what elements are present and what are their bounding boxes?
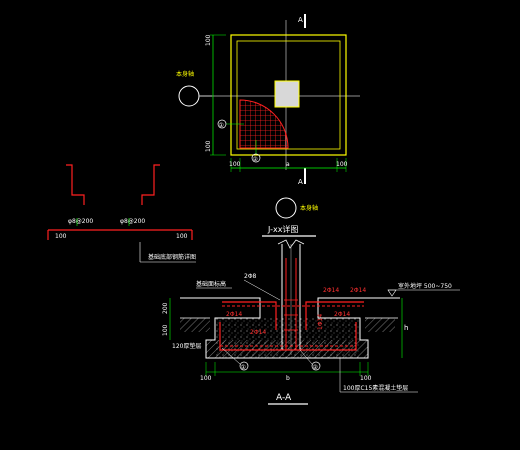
plan-title: J-xx详图 [267, 224, 298, 234]
callout-circle-1 [217, 119, 227, 129]
bar-label-left: φ8@200 [68, 218, 93, 225]
callout-circle-2 [251, 153, 261, 163]
plan-left-note: 本身轴 [176, 70, 194, 78]
right-soil-hatch [365, 318, 395, 332]
rebar-grid-quadrant [239, 99, 289, 149]
plan-dim-bottom-2: a [286, 161, 290, 168]
plan-callout-2: ② [253, 156, 259, 163]
section-callout-circle-2 [311, 361, 321, 371]
section-left-elev: 200 [162, 302, 169, 314]
footing-outline [230, 34, 347, 156]
left-soil-hatch [180, 318, 210, 332]
plan-dim-bottom-1: 100 [229, 161, 241, 168]
axis-bubble-left [178, 85, 200, 107]
section-callout-2: ② [313, 364, 319, 371]
section-dim-bottom-right: 100 [360, 375, 372, 382]
plan-dim-bottom-left: 100 [205, 140, 212, 152]
detail-dim-right: 100 [176, 233, 188, 240]
rebar-top-left [222, 301, 277, 330]
section-mid-left-elev: 100 [162, 324, 169, 336]
section-mark-bottom: A [298, 178, 303, 186]
rebar-bottom [219, 322, 357, 351]
detail-dim-left: 100 [55, 233, 67, 240]
column-stirrups [284, 299, 298, 331]
plan-dim-bottom-3: 100 [336, 161, 348, 168]
bar-top-leader [243, 279, 281, 301]
rebar-top-right [305, 301, 364, 330]
column-break-line [277, 239, 305, 249]
bar-bend-right [141, 164, 160, 205]
rebar-label-d: 2Φ14 [350, 287, 366, 294]
plan-callout-1: ① [219, 122, 224, 129]
section-dim-bottom-mid: b [286, 375, 290, 382]
section-callout-1: ① [241, 364, 246, 371]
detail-note: 基础底部钢筋详图 [148, 253, 196, 261]
section-dim-bottom-left: 100 [200, 375, 212, 382]
plan-dim-top-left: 100 [205, 34, 212, 46]
section-mark-top: A [298, 16, 303, 24]
rebar-label-a: 2Φ14 [226, 311, 242, 318]
rebar-label-f: 2Φ14 [334, 311, 350, 318]
footing-inner-outline [236, 40, 341, 150]
section-base-note: 120厚垫层 [172, 342, 201, 350]
plan-view: A A ① ② 100 100 100 a 100 本身轴 [176, 14, 360, 237]
bar-bend-left [66, 164, 85, 205]
cushion-layer [206, 340, 368, 358]
section-callout-leader-1 [221, 347, 241, 365]
section-bottom-right-note: 100厚C15素混凝土垫层 [343, 384, 408, 392]
rebar-label-e: 1Φ14 [317, 314, 324, 330]
section-bar-top: 2Φ8 [244, 273, 257, 280]
section-aa: 基础面标高 2Φ8 室外地坪 500~750 2Φ14 2Φ14 2Φ14 2Φ… [162, 239, 460, 405]
plan-right-note: 本身轴 [300, 204, 318, 212]
section-h-mark: h [404, 324, 408, 332]
level-marker [387, 289, 397, 297]
section-callout-circle-1 [239, 361, 249, 371]
section-right-label: 室外地坪 500~750 [398, 282, 452, 290]
axis-bubble-bottom [275, 197, 297, 219]
rebar-label-c: 2Φ14 [323, 287, 339, 294]
rebar-label-b: 2Φ14 [250, 329, 266, 336]
section-title: A-A [276, 393, 292, 403]
column-section [274, 80, 300, 108]
section-top-left-label: 基础面标高 [196, 280, 226, 288]
bar-label-right: φ8@200 [120, 218, 145, 225]
bar-detail: φ8@200 φ8@200 100 100 基础底部钢筋详图 [47, 164, 196, 263]
section-callout-leader-2 [299, 349, 313, 365]
